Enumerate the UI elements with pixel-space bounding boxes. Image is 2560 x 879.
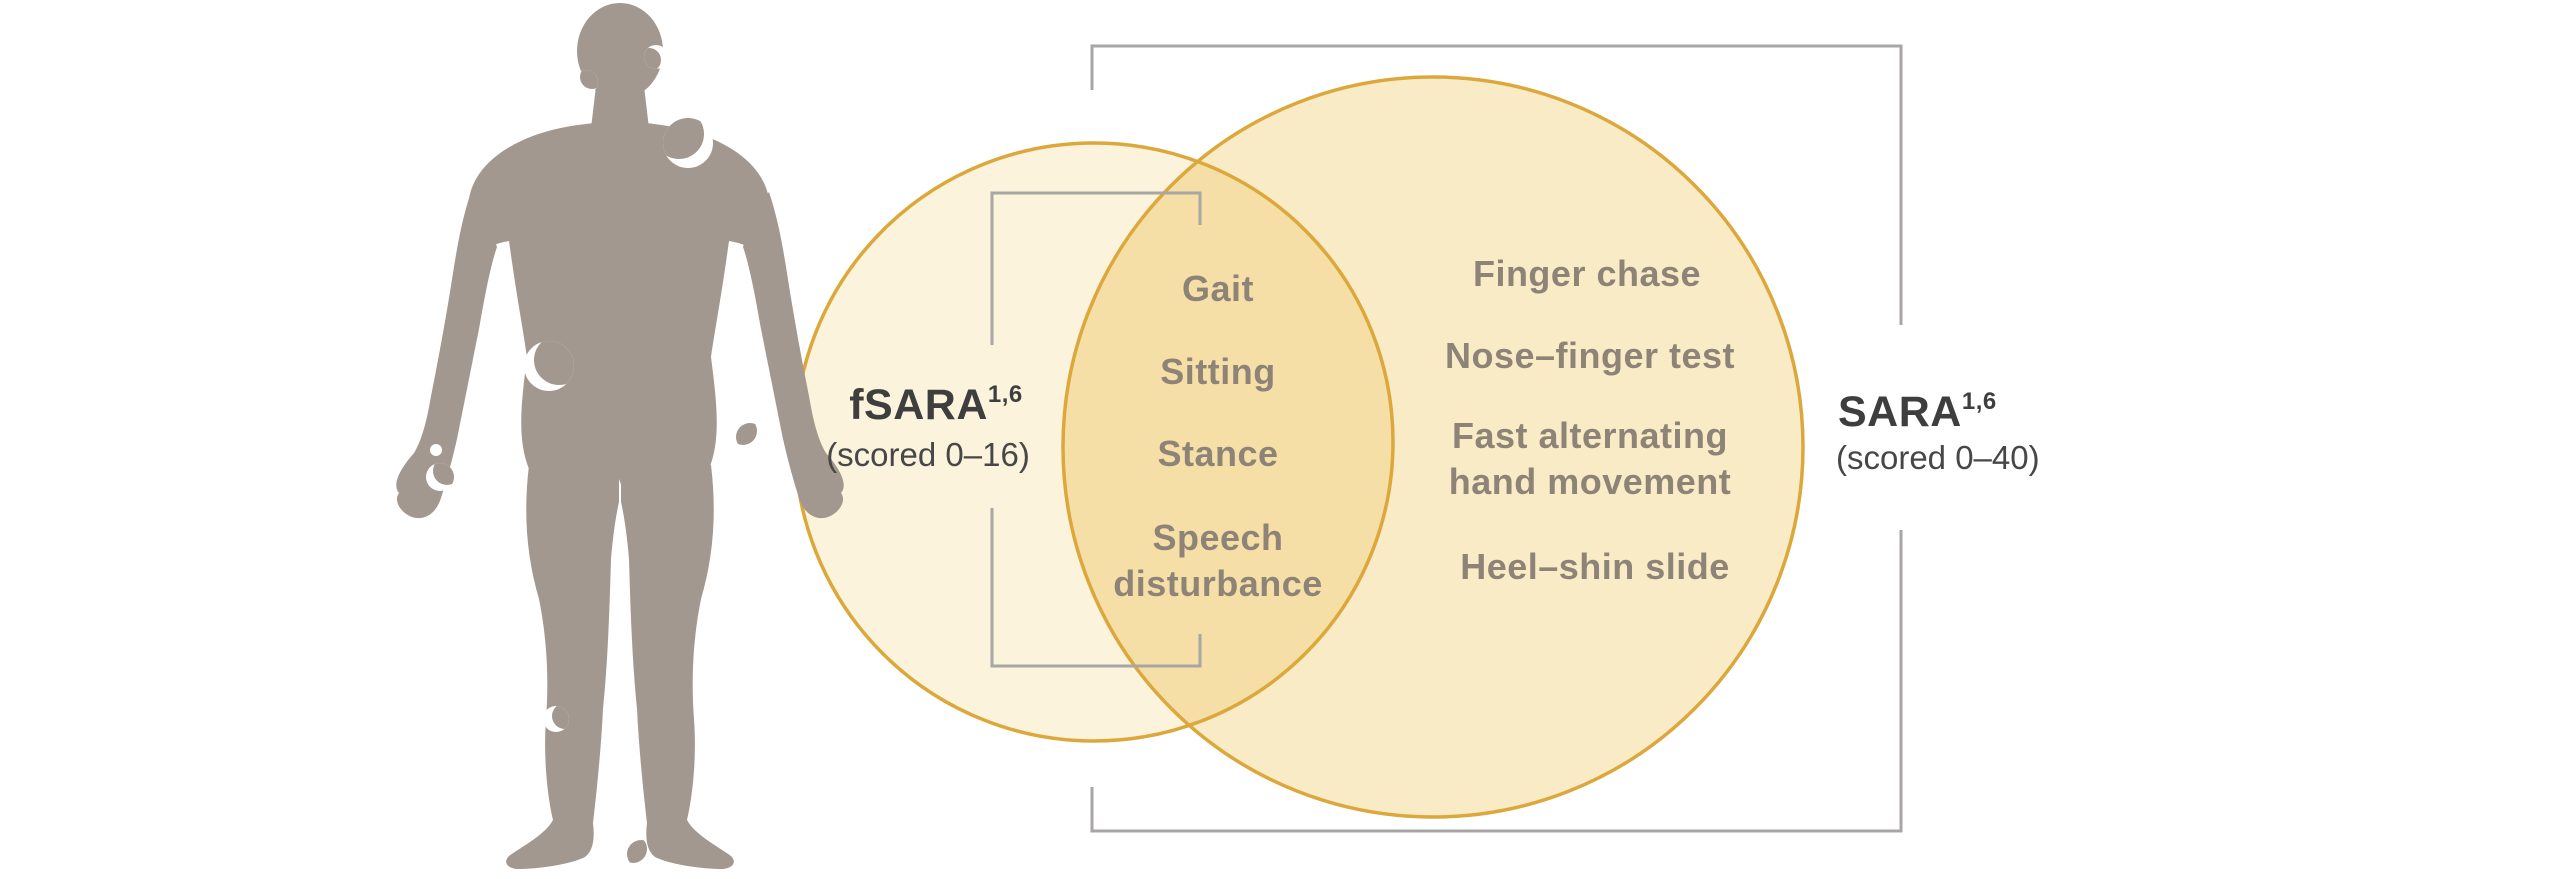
sara-circle-outline — [1061, 75, 1805, 819]
joint-marker-ear-left — [574, 70, 598, 94]
sara-score-range: (scored 0–40) — [1836, 439, 2040, 476]
sara-item-nose-finger-test: Nose–finger test — [1444, 335, 1736, 376]
fsara-bracket — [990, 191, 1202, 668]
sara-bracket — [1090, 44, 1903, 833]
joint-marker-wrist-right — [736, 423, 764, 451]
sara-label: SARA1,6 — [1838, 389, 1997, 435]
sara-name: SARA — [1838, 388, 1962, 436]
overlap-item-stance: Stance — [1157, 433, 1279, 474]
joint-marker-knee — [543, 706, 569, 732]
joint-marker-hand-left — [426, 444, 454, 491]
overlap-item-speech-disturbance: Speech disturbance — [1113, 517, 1323, 604]
joint-marker-ankle — [619, 835, 647, 863]
fsara-label: fSARA1,6 — [849, 382, 1023, 428]
fsara-score-range: (scored 0–16) — [826, 436, 1030, 473]
overlap-lens — [1063, 161, 1393, 726]
fsara-superscript: 1,6 — [987, 380, 1023, 408]
sara-item-finger-chase: Finger chase — [1472, 253, 1702, 294]
fsara-name: fSARA — [849, 381, 988, 429]
sara-superscript: 1,6 — [1961, 387, 1997, 415]
overlap-item-gait: Gait — [1181, 268, 1255, 309]
sara-item-fast-alternating-hand-movement: Fast alternating hand movement — [1448, 415, 1732, 502]
overlap-item-sitting: Sitting — [1160, 351, 1276, 392]
joint-marker-head-right — [644, 45, 668, 69]
human-body-icon — [396, 3, 844, 869]
sara-item-heel-shin-slide: Heel–shin slide — [1460, 546, 1730, 587]
